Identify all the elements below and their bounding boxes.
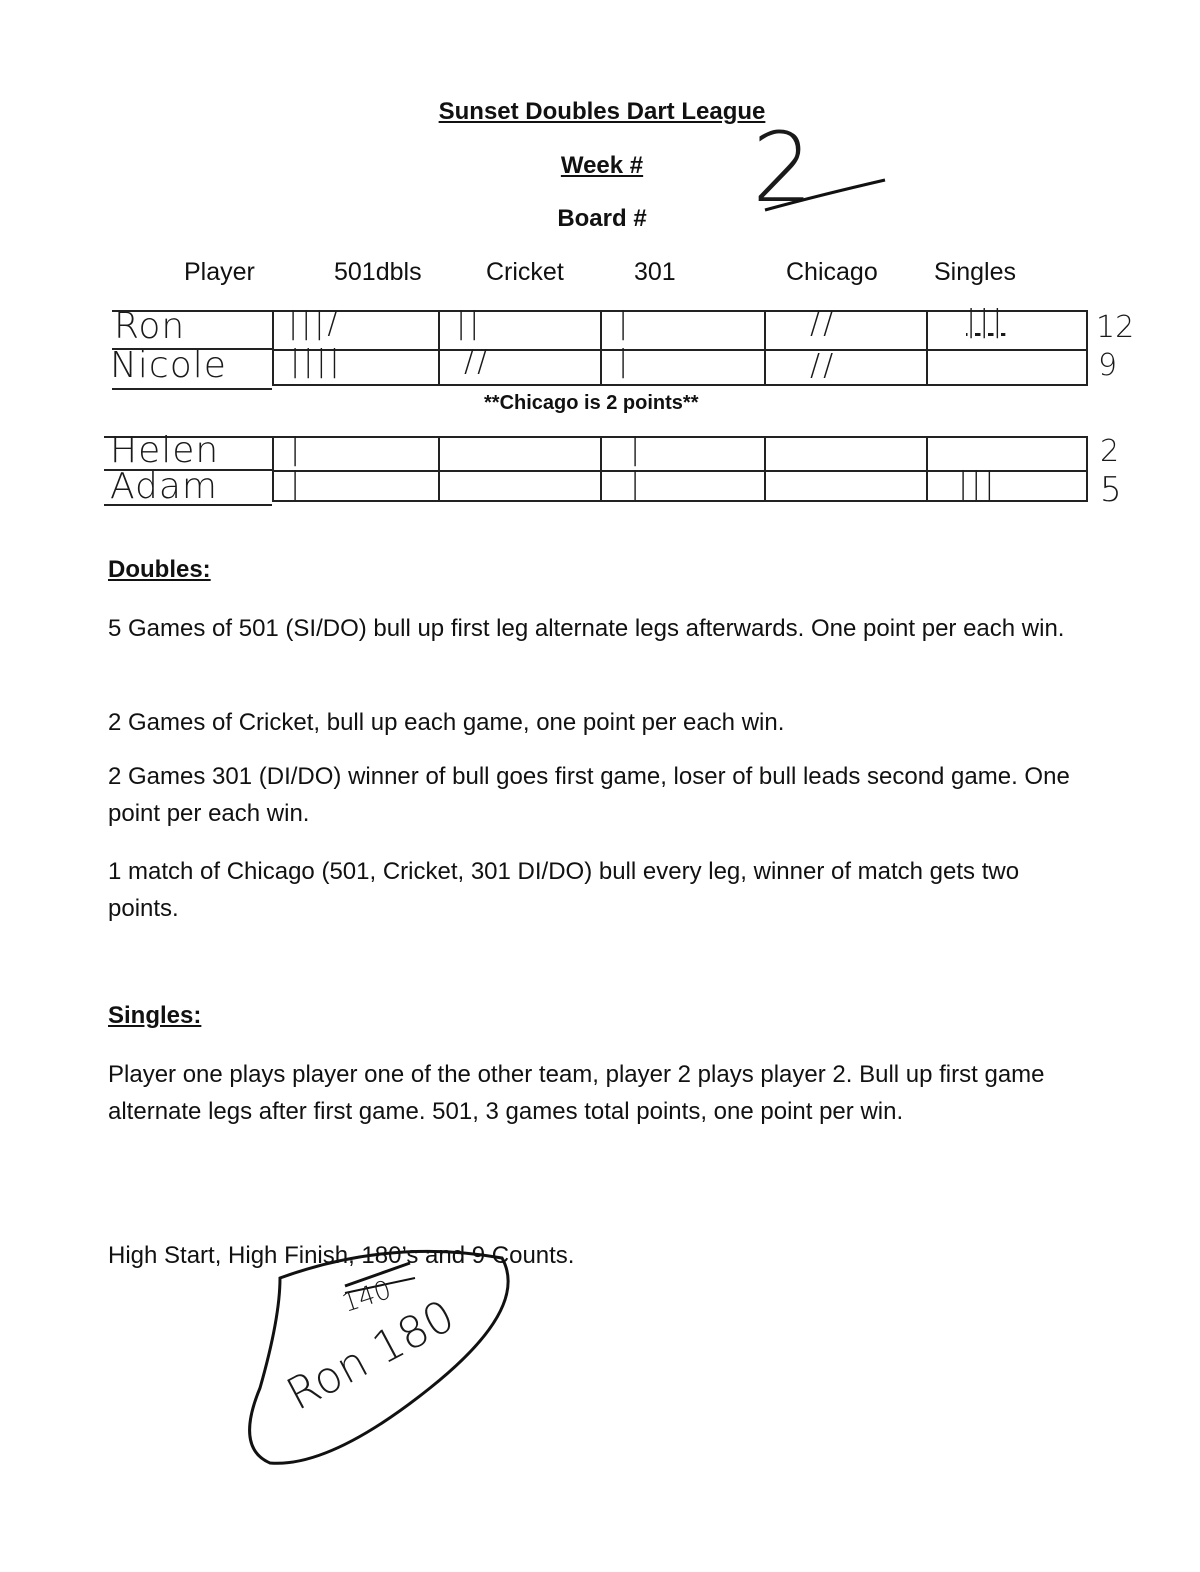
tally-301: | bbox=[618, 306, 632, 341]
tally-301: | bbox=[630, 432, 644, 467]
player-name: Nicole bbox=[110, 345, 227, 386]
team1-row-2 bbox=[274, 349, 1086, 386]
doubles-rule-501: 5 Games of 501 (SI/DO) bull up first leg… bbox=[108, 615, 1065, 642]
week-label: Week # bbox=[560, 152, 644, 179]
high-scores-line: High Start, High Finish, 180’s and 9 Cou… bbox=[108, 1242, 575, 1269]
team2-name-box bbox=[104, 436, 272, 506]
col-301: 301 bbox=[634, 258, 676, 286]
team2-row-1 bbox=[274, 438, 1086, 472]
tally-singles: ||| bbox=[966, 304, 1006, 339]
tally-301: | bbox=[618, 344, 632, 379]
tally-501: | bbox=[290, 432, 304, 467]
tally-chicago: // bbox=[810, 348, 837, 383]
team1-row-1 bbox=[274, 312, 1086, 351]
player-name: Helen bbox=[110, 430, 220, 471]
team2-total: 5 bbox=[1100, 470, 1122, 510]
col-501dbls: 501dbls bbox=[334, 258, 422, 286]
tally-501: |||| bbox=[290, 344, 343, 379]
team1-total: 12 bbox=[1096, 310, 1135, 345]
doubles-rule-301: 2 Games 301 (DI/DO) winner of bull goes … bbox=[108, 763, 1070, 827]
tally-501: |||/ bbox=[288, 306, 341, 341]
tally-chicago: // bbox=[810, 306, 837, 341]
tally-301: | bbox=[630, 466, 644, 501]
doubles-heading: Doubles: bbox=[108, 556, 211, 583]
league-title: Sunset Doubles Dart League bbox=[438, 98, 766, 125]
board-label: Board # bbox=[557, 205, 647, 232]
tally-cricket: // bbox=[464, 344, 491, 379]
team2-row-2 bbox=[274, 470, 1086, 502]
team2-score-grid bbox=[272, 436, 1088, 502]
team1-total: 9 bbox=[1098, 348, 1118, 383]
doubles-rule-chicago: 1 match of Chicago (501, Cricket, 301 DI… bbox=[108, 858, 1020, 922]
col-chicago: Chicago bbox=[786, 258, 878, 286]
chicago-note: **Chicago is 2 points** bbox=[484, 392, 699, 414]
col-cricket: Cricket bbox=[486, 258, 564, 286]
team1-name-box bbox=[112, 310, 272, 390]
week-underline-stroke bbox=[764, 178, 886, 212]
player-name: Adam bbox=[110, 466, 218, 507]
team2-total: 2 bbox=[1100, 434, 1120, 469]
tally-singles: ||| bbox=[958, 466, 998, 501]
singles-heading: Singles: bbox=[108, 1002, 202, 1029]
tally-501: | bbox=[290, 466, 304, 501]
player-name: Ron bbox=[114, 306, 186, 347]
circled-annotation bbox=[248, 1249, 510, 1465]
team1-score-grid bbox=[272, 310, 1088, 386]
singles-rule: Player one plays player one of the other… bbox=[108, 1061, 1045, 1125]
tally-cricket: || bbox=[456, 306, 483, 341]
col-singles: Singles bbox=[934, 258, 1016, 286]
col-player: Player bbox=[184, 258, 255, 286]
doubles-rule-cricket: 2 Games of Cricket, bull up each game, o… bbox=[108, 709, 785, 736]
